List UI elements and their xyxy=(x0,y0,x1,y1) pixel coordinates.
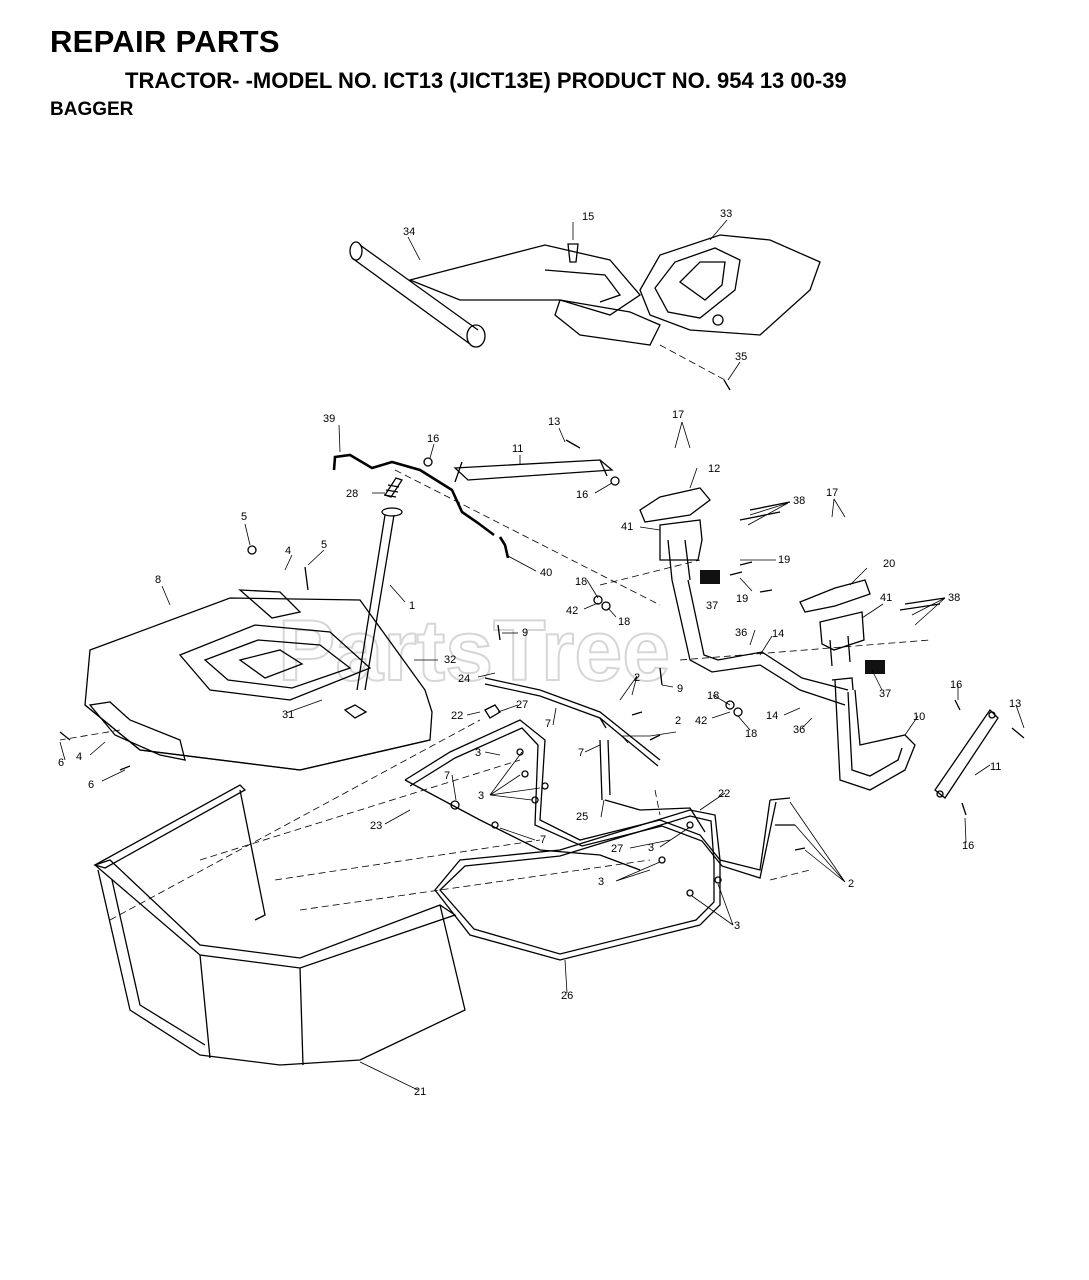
bagger-frames xyxy=(404,677,777,961)
bagger-cover-8 xyxy=(84,589,433,771)
callout-2: 2 xyxy=(848,878,854,890)
assembly-guide-lines xyxy=(59,559,931,921)
callout-25: 25 xyxy=(576,811,588,823)
callout-28: 28 xyxy=(346,488,358,500)
callout-16: 16 xyxy=(427,433,439,445)
callout-33: 33 xyxy=(720,208,732,220)
callout-22: 22 xyxy=(451,710,463,722)
callout-6: 6 xyxy=(88,779,94,791)
callout-17: 17 xyxy=(672,409,684,421)
callout-41: 41 xyxy=(880,592,892,604)
callout-9: 9 xyxy=(522,627,528,639)
callout-31: 31 xyxy=(282,709,294,721)
callout-3: 3 xyxy=(598,876,604,888)
upper-bracket-11 xyxy=(423,439,620,486)
callout-13: 13 xyxy=(548,416,560,428)
callout-21: 21 xyxy=(414,1086,426,1098)
hitch-bracket-assembly xyxy=(639,487,946,674)
callout-9: 9 xyxy=(677,683,683,695)
callout-19: 19 xyxy=(778,554,790,566)
callout-16: 16 xyxy=(962,840,974,852)
callout-5: 5 xyxy=(241,511,247,523)
callout-5: 5 xyxy=(321,539,327,551)
callout-11: 11 xyxy=(512,443,523,455)
callout-14: 14 xyxy=(766,710,778,722)
lift-rod-assembly xyxy=(332,453,661,691)
callout-labels: 34 15 33 35 39 16 11 13 17 28 16 12 38 4… xyxy=(58,208,1021,1098)
callout-18: 18 xyxy=(707,690,719,702)
callout-4: 4 xyxy=(285,545,291,557)
right-bracket-11 xyxy=(934,699,1025,816)
callout-4: 4 xyxy=(76,751,82,763)
callout-6: 6 xyxy=(58,757,64,769)
callout-42: 42 xyxy=(695,715,707,727)
callout-7: 7 xyxy=(540,834,546,846)
callout-27: 27 xyxy=(611,843,623,855)
callout-13: 13 xyxy=(1009,698,1021,710)
callout-15: 15 xyxy=(582,211,594,223)
model-subtitle: TRACTOR- -MODEL NO. ICT13 (JICT13E) PROD… xyxy=(125,68,847,93)
callout-24: 24 xyxy=(458,673,470,685)
callout-36: 36 xyxy=(793,724,805,736)
callout-2: 2 xyxy=(634,672,640,684)
callout-41: 41 xyxy=(621,521,633,533)
callout-3: 3 xyxy=(648,842,654,854)
callout-20: 20 xyxy=(883,558,895,570)
callout-37: 37 xyxy=(879,688,891,700)
callout-17: 17 xyxy=(826,487,838,499)
callout-12: 12 xyxy=(708,463,720,475)
section-label: BAGGER xyxy=(50,99,134,120)
callout-38: 38 xyxy=(793,495,805,507)
callout-19: 19 xyxy=(736,593,748,605)
discharge-adapter-assembly xyxy=(349,222,821,391)
callout-26: 26 xyxy=(561,990,573,1002)
callout-36: 36 xyxy=(735,627,747,639)
callout-16: 16 xyxy=(576,489,588,501)
callout-7: 7 xyxy=(545,718,551,730)
callout-22: 22 xyxy=(718,788,730,800)
callout-7: 7 xyxy=(578,747,584,759)
hitch-frame-10 xyxy=(671,579,916,791)
callout-18: 18 xyxy=(618,616,630,628)
callout-39: 39 xyxy=(323,413,335,425)
page-title: REPAIR PARTS xyxy=(50,24,280,59)
callout-16: 16 xyxy=(950,679,962,691)
callout-11: 11 xyxy=(990,761,1001,773)
callout-18: 18 xyxy=(575,576,587,588)
callout-27: 27 xyxy=(516,699,528,711)
callout-10: 10 xyxy=(913,711,925,723)
callout-3: 3 xyxy=(734,920,740,932)
callout-23: 23 xyxy=(370,820,382,832)
hardware-fasteners xyxy=(59,545,806,897)
callout-38: 38 xyxy=(948,592,960,604)
callout-35: 35 xyxy=(735,351,747,363)
callout-3: 3 xyxy=(475,747,481,759)
callout-2: 2 xyxy=(675,715,681,727)
callout-8: 8 xyxy=(155,574,161,586)
watermark-text: PartsTree xyxy=(278,603,670,699)
leader-lines xyxy=(59,219,1025,1091)
callout-3: 3 xyxy=(478,790,484,802)
callout-37: 37 xyxy=(706,600,718,612)
grass-bag-21 xyxy=(93,784,466,1066)
callout-7: 7 xyxy=(444,770,450,782)
callout-42: 42 xyxy=(566,605,578,617)
callout-34: 34 xyxy=(403,226,415,238)
callout-1: 1 xyxy=(409,600,415,612)
callout-32: 32 xyxy=(444,654,456,666)
callout-14: 14 xyxy=(772,628,784,640)
callout-40: 40 xyxy=(540,567,552,579)
callout-18: 18 xyxy=(745,728,757,740)
